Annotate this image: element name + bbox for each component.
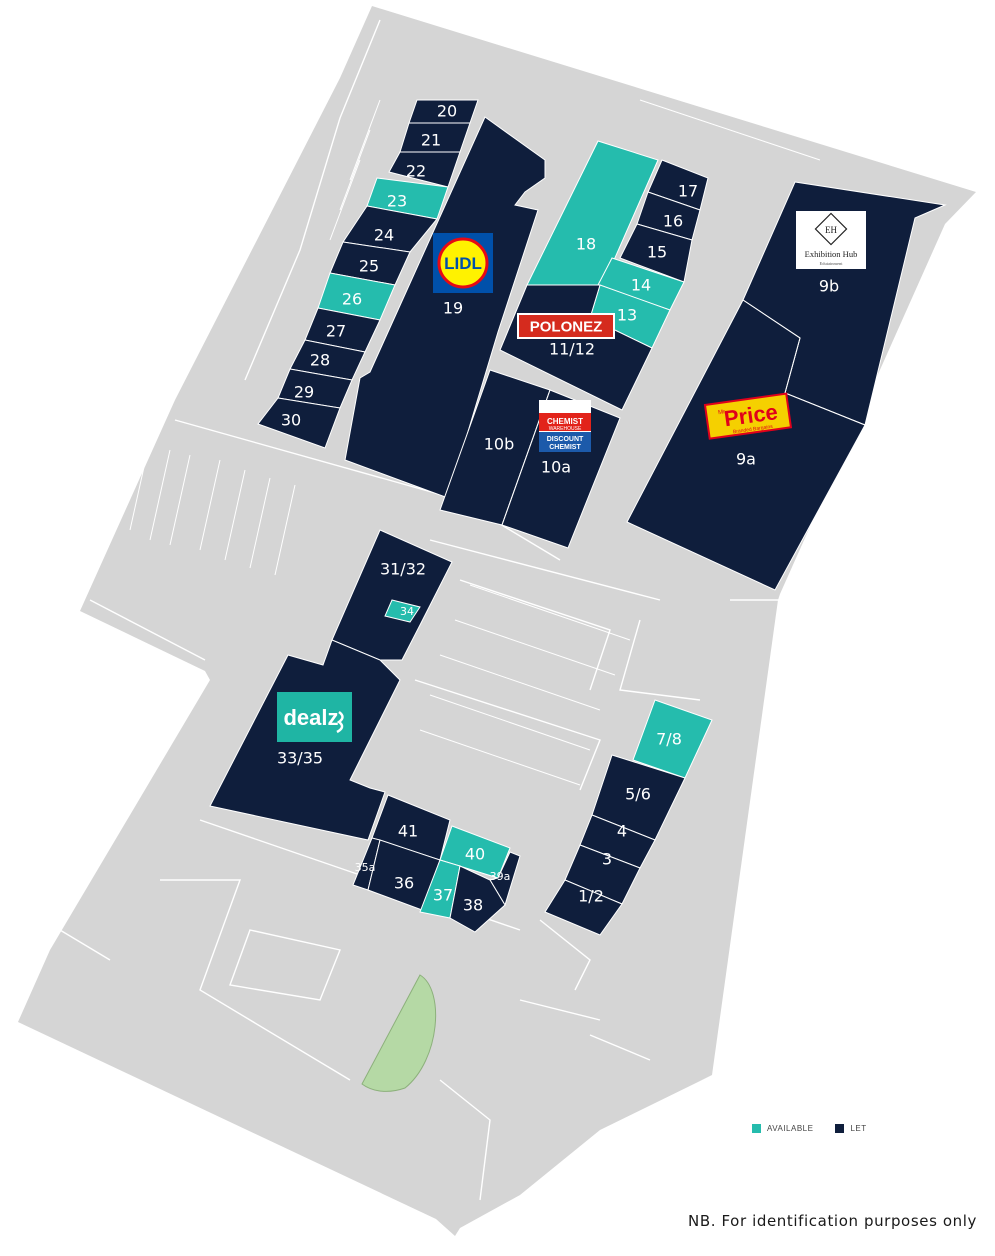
exhibition-tagline: Edutainment — [820, 261, 844, 266]
legend-available-label: AVAILABLE — [767, 1124, 814, 1133]
unit-label-27: 27 — [326, 322, 346, 341]
parking-bays — [109, 99, 821, 786]
chemist-line4: CHEMIST — [549, 444, 581, 451]
unit-label-29: 29 — [294, 383, 314, 402]
unit-label-33-35: 33/35 — [277, 749, 323, 768]
unit-30[interactable] — [257, 397, 341, 449]
unit-label-34: 34 — [400, 605, 414, 618]
unit-label-36: 36 — [394, 874, 414, 893]
unit-labels: 20 21 22 23 24 25 26 27 28 29 30 19 18 17 16 15 14 13 11/1… — [277, 102, 839, 915]
unit-label-30: 30 — [281, 411, 301, 430]
units — [209, 99, 947, 936]
unit-label-35a: 35a — [355, 861, 376, 874]
legend-let-swatch — [835, 1124, 845, 1133]
unit-1-2[interactable] — [544, 879, 623, 936]
unit-34[interactable] — [384, 599, 421, 623]
unit-label-24: 24 — [374, 226, 394, 245]
unit-label-10a: 10a — [541, 458, 571, 477]
lidl-name: LIDL — [444, 254, 482, 273]
unit-label-3: 3 — [602, 850, 612, 869]
unit-label-40: 40 — [465, 845, 485, 864]
unit-label-39a: 39a — [490, 870, 511, 883]
mrprice-tagline: Branded Bargains — [733, 424, 774, 436]
polonez-logo: POLONEZ — [517, 313, 615, 339]
green-space — [361, 974, 437, 1092]
legend-available-swatch — [752, 1124, 761, 1133]
unit-label-13: 13 — [617, 306, 637, 325]
unit-label-28: 28 — [310, 351, 330, 370]
unit-19[interactable] — [344, 116, 546, 499]
unit-label-25: 25 — [359, 257, 379, 276]
unit-label-17: 17 — [678, 182, 698, 201]
unit-label-23: 23 — [387, 192, 407, 211]
legend-let-label: LET — [850, 1124, 867, 1133]
dealz-name: dealz — [283, 705, 338, 730]
chemist-line2: WAREHOUSE — [549, 426, 582, 432]
unit-label-19: 19 — [443, 299, 463, 318]
exhibition-name: Exhibition Hub — [805, 249, 858, 259]
unit-label-16: 16 — [663, 212, 683, 231]
unit-label-22: 22 — [406, 162, 426, 181]
legend: AVAILABLE LET — [752, 1124, 867, 1133]
chemist-line1: CHEMIST — [547, 417, 583, 426]
unit-label-38: 38 — [463, 896, 483, 915]
unit-label-14: 14 — [631, 276, 651, 295]
mrprice-prefix: Mr. — [718, 409, 727, 416]
unit-label-9b: 9b — [819, 277, 839, 296]
disclaimer-note: NB. For identification purposes only — [688, 1212, 977, 1230]
unit-label-5-6: 5/6 — [625, 785, 651, 804]
unit-label-1-2: 1/2 — [578, 887, 604, 906]
unit-label-26: 26 — [342, 290, 362, 309]
unit-label-21: 21 — [421, 131, 441, 150]
chemist-line3: DISCOUNT — [547, 436, 584, 443]
unit-label-15: 15 — [647, 243, 667, 262]
mr-price-logo: Mr. Price Branded Bargains — [703, 392, 793, 440]
lidl-logo: LIDL — [433, 233, 493, 293]
unit-label-20: 20 — [437, 102, 457, 121]
unit-label-9a: 9a — [736, 450, 756, 469]
unit-label-31-32: 31/32 — [380, 560, 426, 579]
unit-label-37: 37 — [433, 886, 453, 905]
dealz-logo: dealz — [277, 692, 352, 742]
unit-label-41: 41 — [398, 822, 418, 841]
exhibition-hub-logo: EH Exhibition Hub Edutainment — [796, 211, 866, 269]
unit-label-7-8: 7/8 — [656, 730, 682, 749]
exhibition-mark: EH — [825, 225, 837, 235]
polonez-name: POLONEZ — [530, 319, 603, 336]
chemist-warehouse-logo: CHEMIST WAREHOUSE DISCOUNT CHEMIST — [539, 400, 591, 452]
unit-label-4: 4 — [617, 822, 627, 841]
unit-label-18: 18 — [576, 235, 596, 254]
unit-label-11-12: 11/12 — [549, 340, 595, 359]
unit-label-10b: 10b — [484, 435, 515, 454]
unit-38[interactable] — [449, 865, 506, 933]
